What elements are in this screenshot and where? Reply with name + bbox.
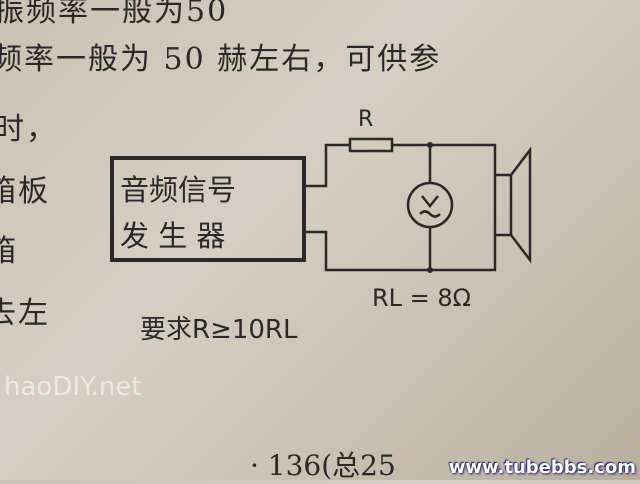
watermark: haoDIY.net bbox=[4, 372, 142, 402]
load-label: RL = 8Ω bbox=[372, 284, 471, 312]
ac-symbol bbox=[419, 195, 441, 218]
wire bbox=[304, 230, 497, 272]
generator-label: 发 生 器 bbox=[120, 219, 225, 253]
generator-label: 音频信号 bbox=[120, 173, 236, 207]
speaker-icon bbox=[493, 173, 513, 237]
junction-dot bbox=[427, 142, 433, 148]
text-line: 频率一般为 50 赫左右，可供参 bbox=[0, 42, 442, 77]
text-line: 振频率一般为50 bbox=[0, 0, 229, 29]
requirement-label: 要求R≥10RL bbox=[140, 315, 298, 345]
watermark: www.tubebbs.com bbox=[448, 457, 636, 478]
wire bbox=[392, 143, 497, 175]
resistor-label: R bbox=[358, 107, 373, 132]
page-number: · 136(总25 bbox=[250, 449, 396, 482]
wire bbox=[304, 143, 350, 188]
text-line: 去左 bbox=[0, 296, 50, 331]
resistor bbox=[348, 137, 394, 153]
voltmeter-icon bbox=[406, 181, 454, 229]
generator-box bbox=[110, 156, 306, 262]
junction-dot bbox=[427, 267, 433, 273]
text-line: 时， bbox=[0, 112, 58, 147]
text-line: 箱板 bbox=[0, 174, 50, 209]
text-line: 箱 bbox=[0, 234, 18, 269]
speaker-cone bbox=[510, 146, 532, 264]
